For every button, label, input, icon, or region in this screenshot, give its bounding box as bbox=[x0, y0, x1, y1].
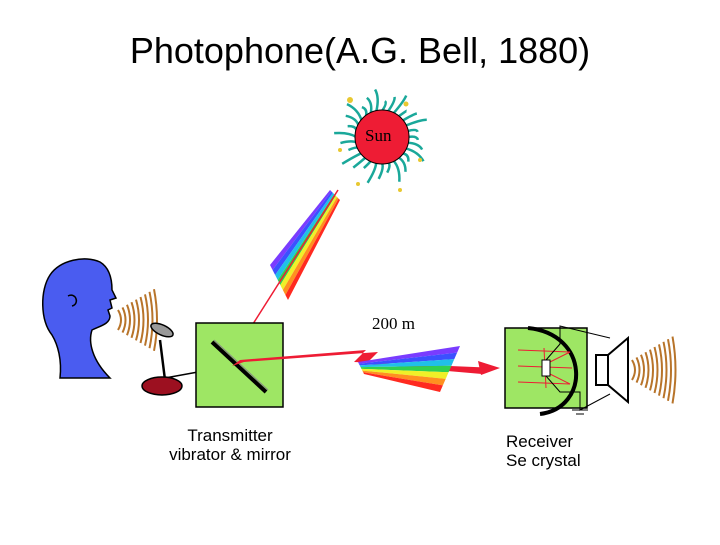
sound-wave-arc bbox=[135, 299, 140, 341]
sun-ray bbox=[405, 147, 425, 162]
sun-ray bbox=[392, 95, 408, 115]
microphone bbox=[141, 322, 199, 396]
spectrum-stripe bbox=[270, 190, 332, 270]
sun-label: Sun bbox=[365, 126, 392, 145]
sun-ray bbox=[366, 96, 373, 114]
page-title: Photophone(A.G. Bell, 1880) bbox=[129, 30, 591, 71]
receiver-label-line2: Se crystal bbox=[506, 451, 581, 470]
sun-ray bbox=[345, 114, 360, 127]
se-crystal bbox=[541, 359, 551, 377]
speaker-head bbox=[42, 258, 118, 379]
sun-ray bbox=[340, 140, 358, 145]
sun-ray bbox=[386, 96, 396, 113]
spectrum-stripe bbox=[280, 195, 338, 290]
spectrum-stripe bbox=[358, 346, 460, 364]
sound-wave-arc bbox=[117, 309, 122, 331]
sound-wave-arc bbox=[667, 339, 672, 401]
sound-wave-arc bbox=[130, 301, 136, 339]
spectrum-stripe bbox=[275, 192, 335, 280]
sound-waves-speaker bbox=[117, 289, 158, 351]
sun bbox=[354, 109, 410, 165]
sound-wave-arc bbox=[144, 294, 149, 346]
sun-ray bbox=[334, 131, 357, 139]
sun-ray bbox=[352, 156, 367, 169]
transmitter-mirror bbox=[210, 340, 268, 394]
receiver-label: Receiver Se crystal bbox=[506, 432, 581, 470]
distance-label: 200 m bbox=[372, 314, 415, 333]
sound-wave-arc bbox=[148, 291, 154, 349]
sound-wave-arc bbox=[139, 296, 145, 344]
transmitter-label: Transmitter vibrator & mirror bbox=[150, 426, 310, 464]
sound-waves-loudspeaker bbox=[631, 336, 677, 404]
sound-wave-arc bbox=[671, 336, 677, 404]
sound-wave-arc bbox=[644, 351, 650, 389]
transmitter-label-line1: Transmitter bbox=[187, 426, 273, 445]
sun-sparkles bbox=[338, 97, 422, 192]
spectrum-stripe bbox=[363, 372, 443, 392]
sound-wave-arc bbox=[153, 289, 158, 351]
sound-wave-arc bbox=[653, 346, 659, 394]
sun-ray bbox=[373, 88, 379, 112]
sun-ray bbox=[401, 112, 418, 122]
sound-wave-arc bbox=[631, 359, 636, 381]
spectrum-stripe bbox=[358, 352, 458, 366]
spectrum-stripe bbox=[361, 368, 449, 379]
spectrum-stripe bbox=[282, 197, 339, 295]
sound-wave-arc bbox=[635, 356, 641, 384]
sun-ray bbox=[392, 159, 401, 182]
microphone-base bbox=[141, 376, 183, 396]
spectrum-stripe bbox=[362, 370, 446, 386]
sun-ray bbox=[366, 162, 378, 184]
sound-wave-arc bbox=[662, 341, 668, 399]
spectrum-band-lower bbox=[358, 346, 460, 392]
sound-wave-arc bbox=[121, 306, 127, 334]
mirror-edge bbox=[213, 339, 269, 391]
sun-ray bbox=[407, 141, 424, 151]
receiver-circuit bbox=[545, 325, 611, 415]
spectrum-stripe bbox=[272, 191, 333, 275]
sound-wave-arc bbox=[640, 354, 645, 386]
spectrum-stripe bbox=[360, 365, 452, 373]
sun-ray bbox=[346, 103, 363, 122]
sun-ray bbox=[397, 109, 408, 118]
beam-arrowhead bbox=[478, 361, 500, 375]
sun-ray bbox=[404, 118, 427, 127]
sound-wave-arc bbox=[649, 349, 654, 391]
loudspeaker bbox=[595, 335, 629, 405]
sun-ray bbox=[377, 162, 384, 180]
spectrum-band-upper bbox=[270, 190, 340, 300]
receiver-parabolic-mirror bbox=[527, 326, 578, 416]
spectrum-stripe bbox=[285, 198, 340, 300]
transmitter-label-line2: vibrator & mirror bbox=[169, 445, 291, 464]
sound-wave-arc bbox=[658, 344, 663, 396]
head-ear bbox=[67, 294, 78, 307]
spectrum-stripe bbox=[359, 359, 455, 368]
sound-wave-arc bbox=[126, 304, 131, 336]
receiver-label-line1: Receiver bbox=[506, 432, 574, 451]
